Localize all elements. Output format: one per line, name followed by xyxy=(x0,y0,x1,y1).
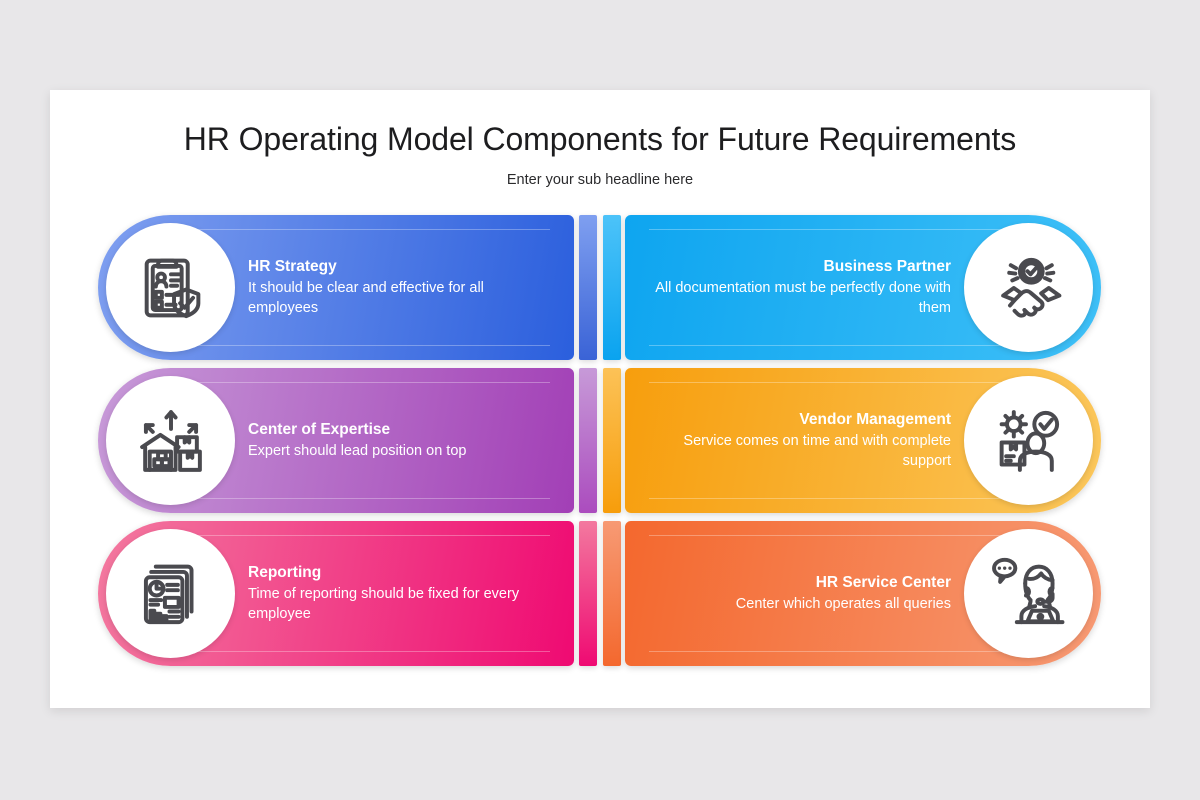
card-title: Center of Expertise xyxy=(248,420,391,438)
card-text: Business Partner All documentation must … xyxy=(651,215,951,360)
card-row: HR Strategy It should be clear and effec… xyxy=(50,215,1150,360)
card-business-partner[interactable]: Business Partner All documentation must … xyxy=(625,215,1101,360)
separator-bar-right xyxy=(603,368,621,513)
card-rows: HR Strategy It should be clear and effec… xyxy=(50,215,1150,674)
report-documents-icon xyxy=(106,529,235,658)
card-center-of-expertise[interactable]: Center of Expertise Expert should lead p… xyxy=(98,368,574,513)
card-hr-strategy[interactable]: HR Strategy It should be clear and effec… xyxy=(98,215,574,360)
card-vendor-management[interactable]: Vendor Management Service comes on time … xyxy=(625,368,1101,513)
separator-bar-left xyxy=(579,521,597,666)
card-text: HR Service Center Center which operates … xyxy=(651,521,951,666)
warehouse-boxes-arrows-icon xyxy=(106,376,235,505)
separator-bar-right xyxy=(603,521,621,666)
card-description: It should be clear and effective for all… xyxy=(248,280,484,317)
page-subtitle: Enter your sub headline here xyxy=(506,172,694,188)
card-row: Reporting Time of reporting should be fi… xyxy=(50,521,1150,666)
card-title: Vendor Management xyxy=(799,410,951,428)
card-description: Service comes on time and with complete … xyxy=(683,433,951,470)
gear-person-box-check-icon xyxy=(964,376,1093,505)
handshake-check-icon xyxy=(964,223,1093,352)
card-description: Center which operates all queries xyxy=(735,596,951,613)
clipboard-shield-icon xyxy=(106,223,235,352)
card-text: HR Strategy It should be clear and effec… xyxy=(248,215,548,360)
card-text: Reporting Time of reporting should be fi… xyxy=(248,521,548,666)
card-hr-service-center[interactable]: HR Service Center Center which operates … xyxy=(625,521,1101,666)
card-row: Center of Expertise Expert should lead p… xyxy=(50,368,1150,513)
separator-bar-right xyxy=(603,215,621,360)
card-title: HR Strategy xyxy=(248,257,337,275)
card-text: Center of Expertise Expert should lead p… xyxy=(248,368,548,513)
card-title: Reporting xyxy=(248,563,322,581)
card-description: All documentation must be perfectly done… xyxy=(655,280,951,317)
separator-bar-left xyxy=(579,215,597,360)
card-text: Vendor Management Service comes on time … xyxy=(651,368,951,513)
slide-canvas: HR Operating Model Components for Future… xyxy=(50,90,1150,708)
support-agent-icon xyxy=(964,529,1093,658)
card-title: HR Service Center xyxy=(815,573,951,591)
card-reporting[interactable]: Reporting Time of reporting should be fi… xyxy=(98,521,574,666)
card-description: Expert should lead position on top xyxy=(248,443,467,460)
card-description: Time of reporting should be fixed for ev… xyxy=(248,586,520,623)
card-title: Business Partner xyxy=(823,257,952,275)
separator-bar-left xyxy=(579,368,597,513)
page-title: HR Operating Model Components for Future… xyxy=(183,121,1017,157)
